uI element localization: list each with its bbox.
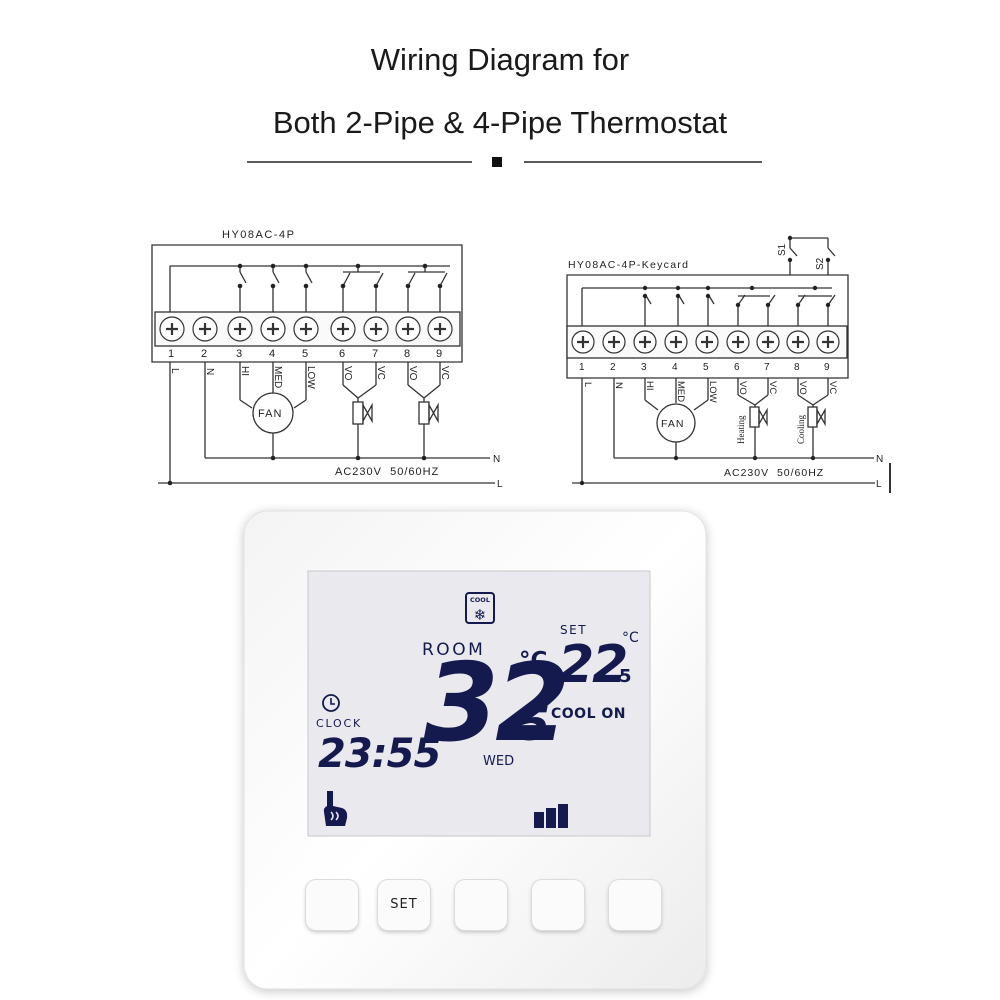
right-switch-s2: S2 <box>815 257 826 270</box>
left-terminal-screws <box>159 316 453 342</box>
left-label-n: N <box>204 368 215 375</box>
left-model-label: HY08AC-4P <box>222 229 295 241</box>
set-temperature-decimal-point <box>612 675 616 679</box>
room-temperature-int: 32 <box>424 641 566 766</box>
right-terminal-8: 8 <box>794 362 800 373</box>
power-button[interactable] <box>306 880 358 930</box>
clock-label: CLOCK <box>316 717 362 730</box>
fan-speed-indicator <box>534 804 568 828</box>
left-terminal-9: 9 <box>436 348 442 360</box>
right-terminal-6: 6 <box>734 362 740 373</box>
left-terminal-2: 2 <box>201 348 207 360</box>
right-label-vo-1: VO <box>737 381 748 395</box>
right-terminal-screws <box>571 330 840 354</box>
right-valve-heating-label: Heating <box>736 415 746 444</box>
room-temperature-dec: 5 <box>518 697 550 751</box>
temperature-down-button[interactable] <box>532 880 584 930</box>
set-button-label: SET <box>390 897 418 912</box>
right-terminal-labels: L N HI MED LOW VO VC VO VC <box>582 381 838 403</box>
right-supply-label: AC230V 50/60HZ <box>724 467 824 479</box>
left-label-hi: HI <box>239 366 250 376</box>
lcd-display: COOL ❄ ROOM 32 5 °C SET 22 5 °C COOL ON … <box>316 592 639 828</box>
left-terminal-4: 4 <box>269 348 275 360</box>
set-temperature-dec: 5 <box>619 666 632 687</box>
right-label-n: N <box>613 382 624 389</box>
right-terminal-numbers: 1 2 3 4 5 6 7 8 9 <box>579 362 830 373</box>
right-line-n: N <box>876 454 883 465</box>
title-line-1: Wiring Diagram for <box>370 42 630 77</box>
left-line-n: N <box>493 454 500 465</box>
right-label-vc-1: VC <box>767 381 778 394</box>
right-line-l: L <box>876 479 882 490</box>
clock-icon <box>322 694 340 712</box>
right-label-l: L <box>582 382 593 387</box>
right-label-vo-2: VO <box>797 381 808 395</box>
left-fan-label: FAN <box>258 408 282 420</box>
left-terminal-3: 3 <box>236 348 242 360</box>
svg-text:❄: ❄ <box>474 606 487 624</box>
fan-speed-bar <box>558 804 568 828</box>
fan-button[interactable] <box>455 880 507 930</box>
right-terminal-4: 4 <box>672 362 678 373</box>
left-label-med: MED <box>272 366 283 388</box>
temperature-up-button[interactable] <box>609 880 661 930</box>
title-divider <box>247 157 762 167</box>
right-label-low: LOW <box>707 381 718 403</box>
cool-mode-label: COOL <box>470 596 490 604</box>
cool-on-status: COOL ON <box>551 706 626 722</box>
right-model-label: HY08AC-4P-Keycard <box>568 259 689 271</box>
clock-time: 23:55 <box>318 731 440 777</box>
right-terminal-3: 3 <box>641 362 647 373</box>
room-temperature-decimal-point <box>540 729 546 735</box>
touch-hand-icon <box>323 791 348 826</box>
right-label-med: MED <box>675 381 686 402</box>
set-unit: °C <box>622 630 639 646</box>
left-terminal-8: 8 <box>404 348 410 360</box>
left-label-vo-1: VO <box>342 366 353 381</box>
right-terminal-1: 1 <box>579 362 585 373</box>
fan-speed-bar <box>534 812 544 828</box>
left-line-l: L <box>497 479 503 490</box>
thermostat-body <box>243 510 707 990</box>
right-fan-label: FAN <box>661 418 684 430</box>
right-terminal-7: 7 <box>764 362 770 373</box>
right-junction-dots <box>579 235 831 486</box>
room-unit: °C <box>519 648 547 674</box>
right-label-hi: HI <box>644 381 655 391</box>
right-switch-s1: S1 <box>777 243 788 256</box>
left-label-vc-2: VC <box>439 366 450 380</box>
left-terminal-6: 6 <box>339 348 345 360</box>
set-label: SET <box>560 623 587 637</box>
left-terminal-1: 1 <box>168 348 174 360</box>
right-terminal-9: 9 <box>824 362 830 373</box>
room-label: ROOM <box>422 640 485 660</box>
right-terminal-5: 5 <box>703 362 709 373</box>
left-label-l: L <box>169 368 180 374</box>
left-terminal-5: 5 <box>302 348 308 360</box>
day-of-week: WED <box>483 754 514 769</box>
set-temperature-int: 22 <box>558 635 626 695</box>
left-terminal-labels: L N HI MED LOW VO VC VO VC <box>169 366 450 389</box>
left-label-low: LOW <box>305 366 316 389</box>
right-label-vc-2: VC <box>827 381 838 394</box>
left-junction-dots <box>167 263 443 486</box>
left-label-vc-1: VC <box>375 366 386 380</box>
right-terminal-2: 2 <box>610 362 616 373</box>
cool-mode-icon: COOL ❄ <box>465 592 495 624</box>
set-button[interactable]: SET <box>378 880 430 930</box>
right-valve-cooling-label: Cooling <box>796 414 806 444</box>
left-terminal-numbers: 1 2 3 4 5 6 7 8 9 <box>168 348 442 360</box>
fan-speed-bar <box>546 808 556 828</box>
left-label-vo-2: VO <box>407 366 418 381</box>
title-line-2: Both 2-Pipe & 4-Pipe Thermostat <box>272 105 728 140</box>
left-terminal-7: 7 <box>372 348 378 360</box>
left-supply-label: AC230V 50/60HZ <box>335 466 439 478</box>
